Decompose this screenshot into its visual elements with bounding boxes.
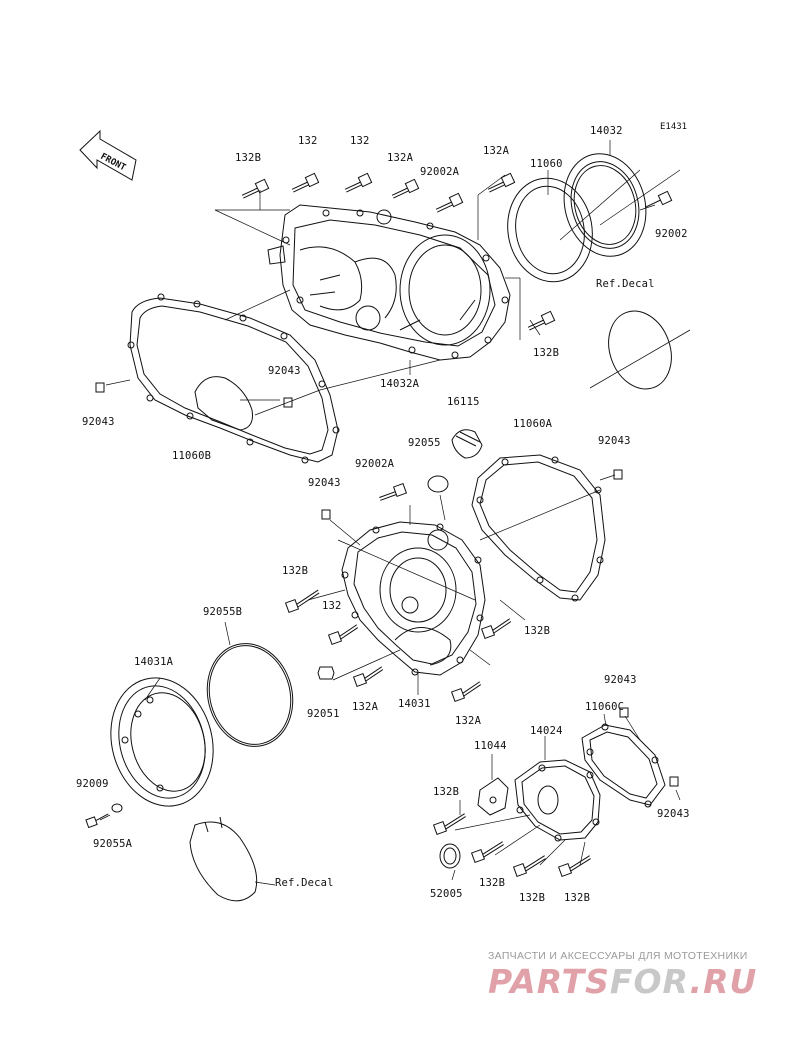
bolts-middle bbox=[284, 482, 512, 703]
washer-92055A bbox=[111, 803, 123, 813]
part-label[interactable]: 92055A bbox=[93, 838, 133, 850]
part-label[interactable]: 132B bbox=[235, 152, 262, 164]
gasket-11060C bbox=[581, 723, 666, 808]
part-label[interactable]: 11060 bbox=[530, 158, 563, 170]
part-label[interactable]: 92009 bbox=[76, 778, 109, 790]
part-label[interactable]: 132B bbox=[564, 892, 591, 904]
part-label[interactable]: 92043 bbox=[308, 477, 341, 489]
gasket-11060A bbox=[471, 454, 606, 602]
part-label[interactable]: 132A bbox=[455, 715, 482, 727]
part-label[interactable]: 92043 bbox=[82, 416, 115, 428]
part-label[interactable]: 11044 bbox=[474, 740, 507, 752]
watermark-brand-right: .RU bbox=[689, 962, 758, 1001]
part-label[interactable]: 92055B bbox=[203, 606, 243, 618]
part-label[interactable]: 11060C bbox=[585, 701, 625, 713]
watermark-brand-mid: FOR bbox=[609, 962, 690, 1001]
decal-upper bbox=[608, 310, 672, 390]
decal-lower bbox=[189, 816, 258, 902]
part-label[interactable]: 52005 bbox=[430, 888, 463, 900]
part-label[interactable]: 132A bbox=[483, 145, 510, 157]
part-label[interactable]: 132B bbox=[519, 892, 546, 904]
diagram-code: E1431 bbox=[660, 122, 688, 132]
part-label[interactable]: 132 bbox=[298, 135, 318, 147]
bracket-11044 bbox=[477, 777, 509, 816]
bolts-upper bbox=[241, 172, 673, 331]
part-label[interactable]: 92051 bbox=[307, 708, 340, 720]
part-label[interactable]: 92043 bbox=[268, 365, 301, 377]
part-label[interactable]: 132B bbox=[433, 786, 460, 798]
watermark-brand: PARTSFOR.RU bbox=[488, 962, 757, 1001]
watermark-brand-left: PARTS bbox=[488, 962, 610, 1001]
oil-filler-cap-16115 bbox=[451, 429, 483, 459]
part-label[interactable]: 132B bbox=[533, 347, 560, 359]
part-label[interactable]: 132A bbox=[387, 152, 414, 164]
part-label[interactable]: 14032 bbox=[590, 125, 623, 137]
part-label[interactable]: 92043 bbox=[657, 808, 690, 820]
part-label[interactable]: 132B bbox=[524, 625, 551, 637]
o-ring-92055 bbox=[427, 475, 449, 493]
part-label[interactable]: 92043 bbox=[604, 674, 637, 686]
ref-decal-label[interactable]: Ref.Decal bbox=[596, 278, 655, 290]
part-label[interactable]: 14024 bbox=[530, 725, 563, 737]
part-label[interactable]: 92043 bbox=[598, 435, 631, 447]
seal-52005 bbox=[439, 843, 461, 869]
cover-14032 bbox=[563, 153, 647, 257]
cover-14031 bbox=[341, 521, 486, 676]
part-label[interactable]: 92055 bbox=[408, 437, 441, 449]
watermark-tagline: ЗАПЧАСТИ И АКСЕССУАРЫ ДЛЯ МОТОТЕХНИКИ bbox=[488, 950, 748, 962]
gasket-11060 bbox=[507, 177, 593, 283]
screw-92009 bbox=[85, 813, 109, 829]
part-label[interactable]: 11060B bbox=[172, 450, 212, 462]
o-ring-92055B bbox=[206, 643, 294, 747]
part-label[interactable]: 14032A bbox=[380, 378, 420, 390]
part-label[interactable]: 132A bbox=[352, 701, 379, 713]
part-label[interactable]: 11060A bbox=[513, 418, 553, 430]
clutch-cover-14032A bbox=[267, 204, 511, 361]
front-arrow-icon: FRONT bbox=[79, 129, 137, 181]
bolts-lower bbox=[432, 813, 591, 878]
cover-14031A bbox=[110, 677, 214, 807]
part-label[interactable]: 14031 bbox=[398, 698, 431, 710]
part-label[interactable]: 132B bbox=[479, 877, 506, 889]
part-label[interactable]: 92002A bbox=[355, 458, 395, 470]
part-label[interactable]: 132 bbox=[350, 135, 370, 147]
cover-14024 bbox=[514, 759, 601, 842]
part-label[interactable]: 92002 bbox=[655, 228, 688, 240]
ref-decal-label[interactable]: Ref.Decal bbox=[275, 877, 334, 889]
part-label[interactable]: 16115 bbox=[447, 396, 480, 408]
part-label[interactable]: 132B bbox=[282, 565, 309, 577]
part-label[interactable]: 132 bbox=[322, 600, 342, 612]
part-label[interactable]: 92002A bbox=[420, 166, 460, 178]
gasket-11060B bbox=[127, 293, 340, 464]
part-label[interactable]: 14031A bbox=[134, 656, 174, 668]
